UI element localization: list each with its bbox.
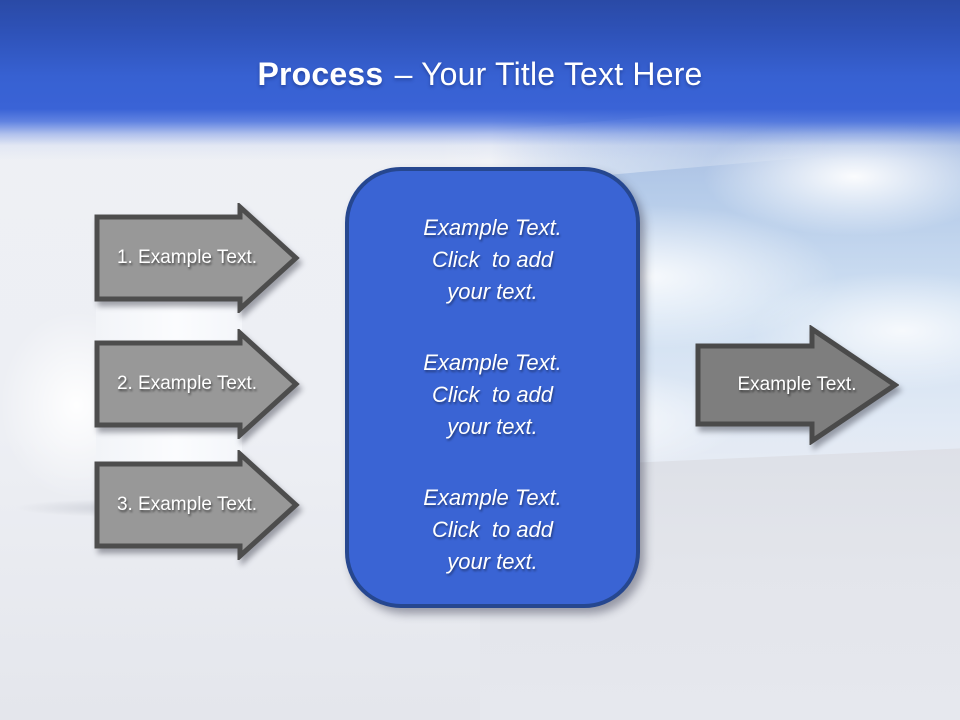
text-placeholder-1[interactable]: Example Text. Click to add your text. [423,214,562,304]
result-arrow[interactable]: Example Text. [695,325,899,445]
slide-title-keyword: Process [257,55,384,92]
slide-title-text: – Your Title Text Here [394,55,703,92]
process-arrow-2[interactable]: 2. Example Text. [94,329,300,439]
text-placeholder-2[interactable]: Example Text. Click to add your text. [423,349,562,439]
process-arrow-3[interactable]: 3. Example Text. [94,450,300,560]
process-arrow-1[interactable]: 1. Example Text. [94,203,300,313]
process-arrow-3-label: 3. Example Text. [116,494,258,515]
slide-title[interactable]: Process – Your Title Text Here [0,52,960,96]
center-text-box[interactable]: Example Text. Click to add your text. Ex… [345,167,640,608]
process-arrow-2-label: 2. Example Text. [116,373,258,394]
process-arrow-1-label: 1. Example Text. [116,247,258,268]
text-placeholder-3[interactable]: Example Text. Click to add your text. [423,484,562,574]
result-arrow-label: Example Text. [737,374,857,395]
